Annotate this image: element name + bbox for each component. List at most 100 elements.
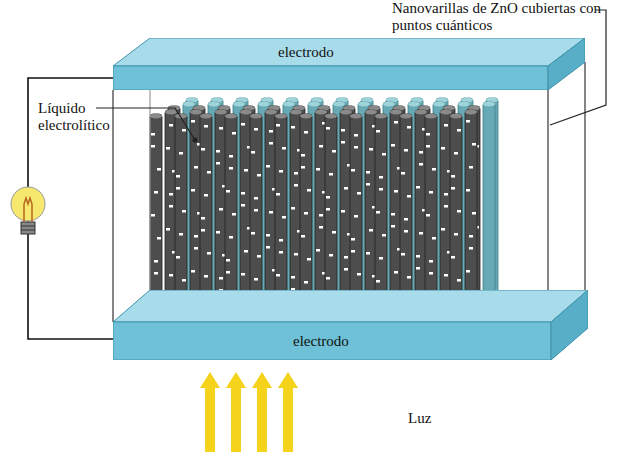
quantum-dot <box>444 193 448 196</box>
quantum-dot <box>226 190 230 193</box>
quantum-dot <box>316 168 320 171</box>
quantum-dot <box>194 166 198 169</box>
quantum-dot <box>326 196 330 199</box>
nanorod-top <box>150 114 162 119</box>
quantum-dot <box>416 255 420 258</box>
nanorod <box>350 114 362 316</box>
quantum-dot <box>457 279 461 282</box>
quantum-dot <box>469 247 473 250</box>
quantum-dot <box>219 277 223 280</box>
quantum-dot <box>307 258 311 261</box>
quantum-dot <box>369 229 373 232</box>
nanorod-top <box>415 110 427 115</box>
nanorods <box>150 98 498 317</box>
quantum-dot <box>401 172 405 175</box>
quantum-dot <box>341 129 345 132</box>
quantum-dot <box>429 260 433 263</box>
quantum-dot <box>451 256 455 259</box>
nanorod-top <box>340 110 352 115</box>
nanorod-top <box>358 102 370 107</box>
nanorod <box>400 114 412 316</box>
quantum-dot <box>201 148 205 151</box>
quantum-dot <box>169 124 173 127</box>
quantum-dot <box>444 124 448 127</box>
quantum-dot <box>182 210 186 213</box>
nanorod-top <box>208 102 220 107</box>
quantum-dot <box>419 151 423 154</box>
quantum-dot <box>294 172 298 175</box>
quantum-dot <box>329 173 333 176</box>
nanorod-top <box>390 110 402 115</box>
quantum-dot <box>207 252 211 255</box>
quantum-dot <box>404 230 408 233</box>
nanorod <box>300 114 312 316</box>
quantum-dot <box>457 210 461 213</box>
nanorod-top <box>450 114 462 119</box>
nanorod <box>200 114 212 316</box>
quantum-dot <box>166 147 170 150</box>
light-arrows <box>200 372 298 452</box>
quantum-dot <box>169 205 173 208</box>
slab-face <box>113 290 588 322</box>
quantum-dot <box>344 256 348 259</box>
quantum-dot <box>326 208 330 211</box>
quantum-dot <box>366 171 370 174</box>
quantum-dot <box>432 237 436 240</box>
quantum-dot <box>257 255 261 258</box>
quantum-dot <box>251 232 255 235</box>
quantum-dot <box>401 253 405 256</box>
quantum-dot <box>232 132 236 135</box>
nanorod-top <box>215 110 227 115</box>
light-arrow <box>226 372 246 452</box>
quantum-dot <box>304 212 308 215</box>
quantum-dot <box>441 147 445 150</box>
quantum-dot <box>366 183 370 186</box>
quantum-dot <box>354 134 358 137</box>
quantum-dot <box>301 166 305 169</box>
nanorod-top <box>375 114 387 119</box>
quantum-dot <box>219 127 223 130</box>
quantum-dot <box>332 150 336 153</box>
quantum-dot <box>326 277 330 280</box>
quantum-dot <box>276 193 280 196</box>
nanorod <box>425 114 437 316</box>
quantum-dot <box>254 128 258 131</box>
nanorod-top <box>290 110 302 115</box>
quantum-dot <box>451 175 455 178</box>
quantum-dot <box>407 276 411 279</box>
quantum-dot <box>444 205 448 208</box>
quantum-dot <box>426 214 430 217</box>
nanorod-top <box>283 102 295 107</box>
quantum-dot <box>194 235 198 238</box>
light-arrow <box>252 372 272 452</box>
quantum-dot <box>179 233 183 236</box>
light-arrow <box>200 372 220 452</box>
quantum-dot <box>182 129 186 132</box>
leader-lines <box>96 10 606 140</box>
nanorod-top <box>325 114 337 119</box>
light-arrow <box>278 372 298 452</box>
quantum-dot <box>157 168 161 171</box>
light-label: Luz <box>408 410 468 427</box>
quantum-dot <box>472 143 476 146</box>
nanorod-top <box>200 114 212 119</box>
quantum-dot <box>376 280 380 283</box>
electrode-slab: electrodo <box>113 38 585 90</box>
nanorod-top <box>400 114 412 119</box>
quantum-dot <box>266 234 270 237</box>
nanorod-top <box>265 110 277 115</box>
quantum-dot <box>416 186 420 189</box>
quantum-dot <box>407 195 411 198</box>
nanorod <box>450 114 462 316</box>
quantum-dot <box>451 187 455 190</box>
quantum-dot <box>379 257 383 260</box>
slab-shape <box>113 290 588 360</box>
quantum-dot <box>426 145 430 148</box>
quantum-dot <box>191 120 195 123</box>
quantum-dot <box>382 234 386 237</box>
quantum-dot <box>254 278 258 281</box>
quantum-dot <box>354 146 358 149</box>
nanorod <box>375 114 387 316</box>
quantum-dot <box>154 191 158 194</box>
quantum-dot <box>157 237 161 240</box>
